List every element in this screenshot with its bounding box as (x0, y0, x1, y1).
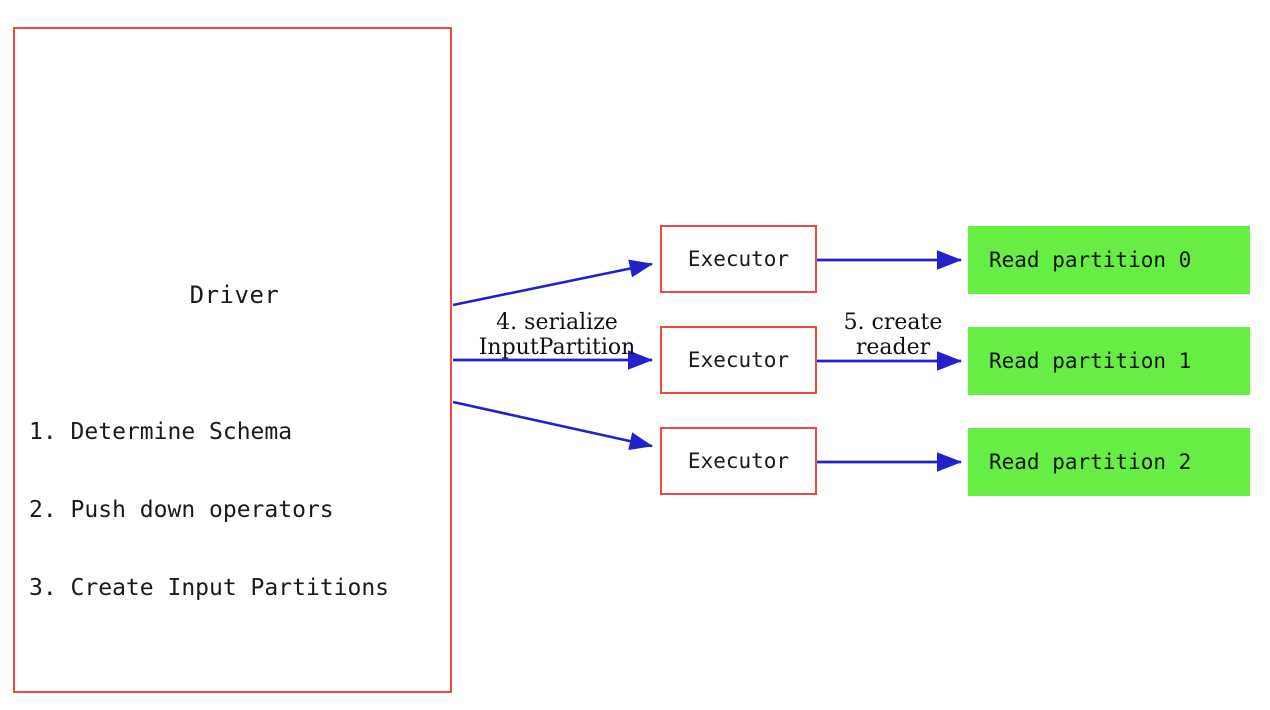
driver-box: Driver 1. Determine Schema 2. Push down … (13, 27, 452, 693)
executor-label-2: Executor (687, 449, 790, 473)
arrow-driver-to-executor-2 (452, 400, 654, 451)
driver-step-3: 3. Create Input Partitions (29, 575, 390, 601)
edge-label-create-reader-line1: 5. create (843, 310, 943, 335)
partition-label-0: Read partition 0 (989, 248, 1192, 272)
arrow-driver-to-executor-0 (452, 259, 654, 307)
edge-label-serialize-line2: InputPartition (478, 335, 636, 360)
edge-label-serialize: 4. serialize InputPartition (457, 310, 657, 360)
partition-label-1: Read partition 1 (989, 349, 1192, 373)
partition-box-1: Read partition 1 (968, 327, 1250, 395)
partition-label-2: Read partition 2 (989, 450, 1192, 474)
driver-step-2: 2. Push down operators (29, 497, 334, 523)
edge-label-create-reader: 5. create reader (833, 310, 953, 360)
executor-label-0: Executor (687, 247, 790, 271)
edge-label-serialize-line1: 4. serialize (496, 310, 618, 335)
edge-label-create-reader-line2: reader (855, 335, 931, 360)
driver-title: Driver (189, 281, 280, 309)
executor-box-2: Executor (660, 427, 817, 495)
partition-box-0: Read partition 0 (968, 226, 1250, 294)
executor-box-0: Executor (660, 225, 817, 293)
driver-step-list: 1. Determine Schema 2. Push down operato… (29, 367, 389, 653)
partition-box-2: Read partition 2 (968, 428, 1250, 496)
driver-step-1: 1. Determine Schema (29, 419, 293, 445)
executor-box-1: Executor (660, 326, 817, 394)
executor-label-1: Executor (687, 348, 790, 372)
